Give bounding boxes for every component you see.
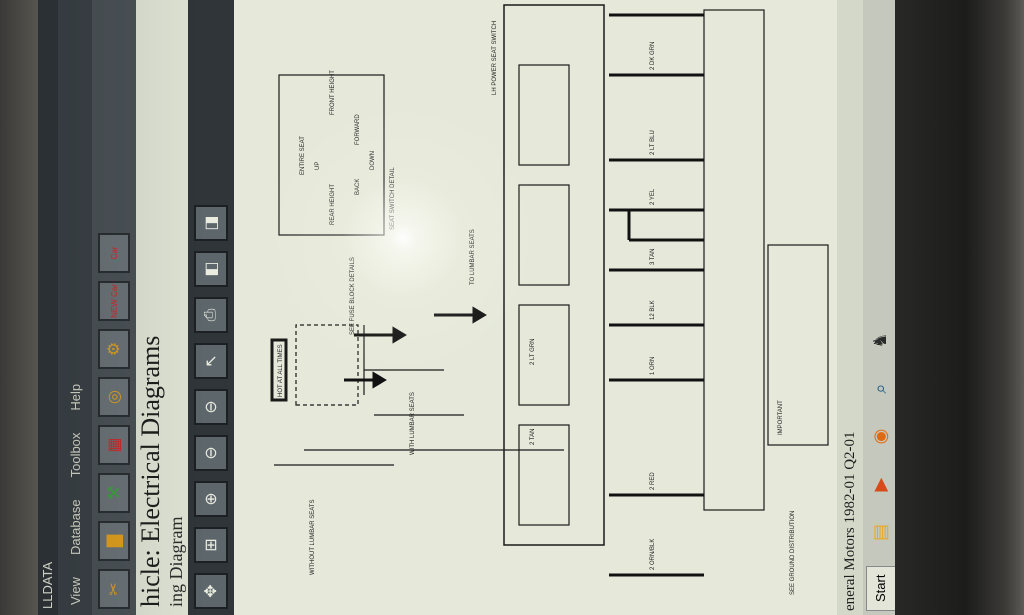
start-button[interactable]: Start xyxy=(865,565,896,611)
print-button[interactable]: ⎙ xyxy=(194,297,228,333)
diagram-navigation-bar: ✥ ⊞ ⊕ ⊖ ⊖ ↖ ⎙ ◧ ◨ xyxy=(188,0,234,615)
zoom-out-icon: ⊖ xyxy=(203,400,220,414)
menu-bar: View Database Toolbox Help xyxy=(58,0,92,615)
page-next-icon: ◨ xyxy=(203,215,220,231)
book-icon: ▇ xyxy=(106,534,123,548)
wire-label: 2 RED xyxy=(650,472,656,490)
label-front-height: FRONT HEIGHT xyxy=(330,70,336,115)
menu-view[interactable]: View xyxy=(67,577,83,605)
label-important: IMPORTANT xyxy=(778,400,784,435)
vehicle-button[interactable]: ⚙ xyxy=(98,329,130,369)
label-lh-power-seat-switch: LH POWER SEAT SWITCH xyxy=(492,21,498,95)
page-next-button[interactable]: ◨ xyxy=(194,205,228,241)
calendar-button[interactable]: ▦ xyxy=(98,425,130,465)
page-heading-area: hicle: Electrical Diagrams ing Diagram xyxy=(136,0,188,615)
menu-database[interactable]: Database xyxy=(67,499,83,556)
move-arrows-icon: ✥ xyxy=(203,584,220,598)
start-label: Start xyxy=(872,574,888,602)
label-with-lumbar: WITH LUMBAR SEATS xyxy=(410,392,416,455)
wire-label: 2 TAN xyxy=(530,429,536,445)
wire-label: 1 ORN xyxy=(650,357,656,375)
status-text: eneral Motors 1982-01 Q2-01 xyxy=(842,431,858,611)
gauge-icon: ◎ xyxy=(106,390,123,404)
pan-button[interactable]: ✥ xyxy=(194,573,228,609)
page-subtitle: ing Diagram xyxy=(166,516,186,607)
page-prev-icon: ◧ xyxy=(203,261,220,277)
label-see-fuse-block: SEE FUSE BLOCK DETAILS xyxy=(350,257,356,335)
zoom-in-button[interactable]: ⊕ xyxy=(194,481,228,517)
toolbar: ✂ ▇ ⚒ ▦ ◎ ⚙ NEW Car Car xyxy=(92,0,136,615)
print-icon: ⎙ xyxy=(202,308,219,322)
label-without-lumbar: WITHOUT LUMBAR SEATS xyxy=(310,500,316,575)
wire-label: 2 DK GRN xyxy=(650,42,656,70)
status-bar: eneral Motors 1982-01 Q2-01 xyxy=(837,0,863,615)
search-icon[interactable]: ⌕ xyxy=(870,383,890,394)
label-forward: FORWARD xyxy=(355,114,361,145)
media-icon[interactable]: ▶ xyxy=(870,477,890,492)
wire-label: 3 TAN xyxy=(650,249,656,265)
wiring-diagram-svg: HOT AT ALL TIMES SEE FUSE BLOCK DETAILS … xyxy=(270,4,829,595)
wiring-diagram[interactable]: HOT AT ALL TIMES SEE FUSE BLOCK DETAILS … xyxy=(234,0,837,615)
page-title: hicle: Electrical Diagrams xyxy=(136,335,165,607)
new-car-button[interactable]: NEW Car xyxy=(98,281,130,321)
wire-label: 12 BLK xyxy=(650,300,656,320)
label-up: UP xyxy=(315,162,321,170)
motor-box xyxy=(703,9,765,511)
app-icon[interactable]: ♞ xyxy=(870,332,890,349)
new-car-icon: NEW Car xyxy=(109,284,119,318)
monitor-screen: LLDATA View Database Toolbox Help ✂ ▇ ⚒ … xyxy=(38,0,898,615)
explorer-icon[interactable]: ▤ xyxy=(870,524,890,542)
zoom-out-button[interactable]: ⊖ xyxy=(194,435,228,471)
zoom-out-alt-button[interactable]: ⊖ xyxy=(194,389,228,425)
label-down: DOWN xyxy=(370,151,376,170)
wire-label: 2 YEL xyxy=(650,188,656,205)
wiring-button[interactable]: ⚒ xyxy=(98,473,130,513)
label-ground-distribution: SEE GROUND DISTRIBUTION xyxy=(790,511,796,595)
app-window: LLDATA View Database Toolbox Help ✂ ▇ ⚒ … xyxy=(38,0,898,615)
page-prev-button[interactable]: ◧ xyxy=(194,251,228,287)
monitor-bezel-right xyxy=(895,0,1024,615)
tools-icon: ✂ xyxy=(106,582,123,596)
firefox-icon[interactable]: ◉ xyxy=(870,428,890,445)
zoom-fit-button[interactable]: ⊞ xyxy=(194,527,228,563)
zoom-out-icon: ⊖ xyxy=(203,446,220,460)
calendar-icon: ▦ xyxy=(106,437,123,453)
used-car-icon: Car xyxy=(109,246,119,260)
label-rear-height: REAR HEIGHT xyxy=(330,184,336,225)
monitor-bezel-left xyxy=(0,0,38,615)
important-note-box xyxy=(767,244,829,446)
pointer-icon: ↖ xyxy=(203,354,220,368)
gauge-button[interactable]: ◎ xyxy=(98,377,130,417)
window-title: LLDATA xyxy=(40,561,55,609)
vehicle-icon: ⚙ xyxy=(106,341,123,357)
zoom-fit-icon: ⊞ xyxy=(203,538,220,552)
label-seat-switch-detail: SEAT SWITCH DETAIL xyxy=(390,167,396,230)
used-car-button[interactable]: Car xyxy=(98,233,130,273)
label-to-lumbar-seats: TO LUMBAR SEATS xyxy=(470,229,476,285)
fuse-block-dashed xyxy=(295,324,359,406)
title-bar: LLDATA xyxy=(38,0,58,615)
wire-label: 2 ORN/BLK xyxy=(650,539,656,570)
pointer-button[interactable]: ↖ xyxy=(194,343,228,379)
menu-toolbox[interactable]: Toolbox xyxy=(67,432,83,478)
tools-button[interactable]: ✂ xyxy=(98,569,130,609)
book-button[interactable]: ▇ xyxy=(98,521,130,561)
zoom-in-icon: ⊕ xyxy=(203,492,220,506)
label-entire-seat: ENTIRE SEAT xyxy=(300,136,306,175)
taskbar: Start ▤ ▶ ◉ ⌕ ♞ xyxy=(863,0,898,615)
label-hot-at-all-times: HOT AT ALL TIMES xyxy=(278,344,284,397)
menu-help[interactable]: Help xyxy=(67,383,83,411)
wire-label: 2 LT GRN xyxy=(530,339,536,365)
wire-label: 2 LT BLU xyxy=(650,130,656,155)
wiring-icon: ⚒ xyxy=(106,485,123,501)
label-back: BACK xyxy=(355,179,361,195)
